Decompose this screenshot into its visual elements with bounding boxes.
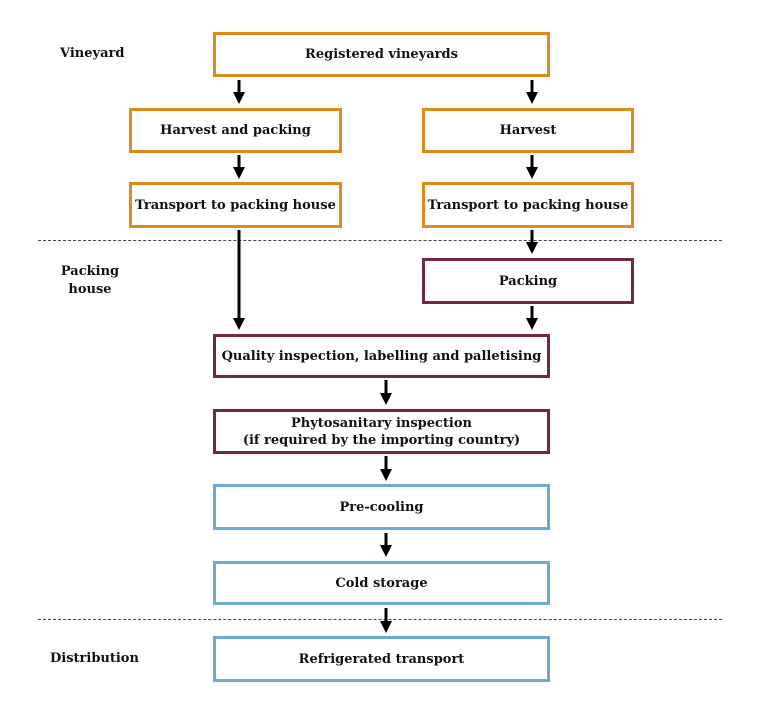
stage-label-vineyard: Vineyard (60, 46, 125, 61)
box-registered-vineyards: Registered vineyards (213, 32, 550, 77)
stage-label-packing-house: Packing house (55, 263, 125, 299)
box-harvest-and-packing: Harvest and packing (129, 108, 342, 153)
box-harvest-label: Harvest (499, 123, 557, 138)
box-packing: Packing (422, 258, 634, 304)
box-transport-left: Transport to packing house (129, 182, 342, 228)
box-quality-inspection: Quality inspection, labelling and pallet… (213, 334, 550, 378)
box-phytosanitary-line1: Phytosanitary inspection (291, 415, 472, 431)
box-transport-right: Transport to packing house (422, 182, 634, 228)
box-transport-right-label: Transport to packing house (427, 197, 629, 213)
stage-label-packing-house-text: Packing house (60, 264, 120, 297)
box-phytosanitary-line2: (if required by the importing country) (242, 432, 521, 448)
box-phytosanitary-inspection: Phytosanitary inspection (if required by… (213, 409, 550, 454)
box-harvest: Harvest (422, 108, 634, 153)
stage-label-distribution: Distribution (50, 651, 139, 666)
divider-vineyard-packing (38, 240, 722, 241)
box-transport-left-label: Transport to packing house (135, 197, 336, 213)
box-pre-cooling-label: Pre-cooling (339, 499, 424, 515)
box-cold-storage-label: Cold storage (335, 575, 428, 591)
box-quality-inspection-label: Quality inspection, labelling and pallet… (221, 348, 542, 364)
box-pre-cooling: Pre-cooling (213, 484, 550, 530)
box-harvest-and-packing-label: Harvest and packing (160, 123, 311, 138)
box-packing-label: Packing (498, 273, 558, 289)
box-refrigerated-transport: Refrigerated transport (213, 636, 550, 682)
divider-packing-distribution (38, 619, 722, 620)
box-registered-vineyards-label: Registered vineyards (305, 47, 458, 62)
box-cold-storage: Cold storage (213, 561, 550, 605)
box-refrigerated-transport-label: Refrigerated transport (298, 651, 465, 667)
